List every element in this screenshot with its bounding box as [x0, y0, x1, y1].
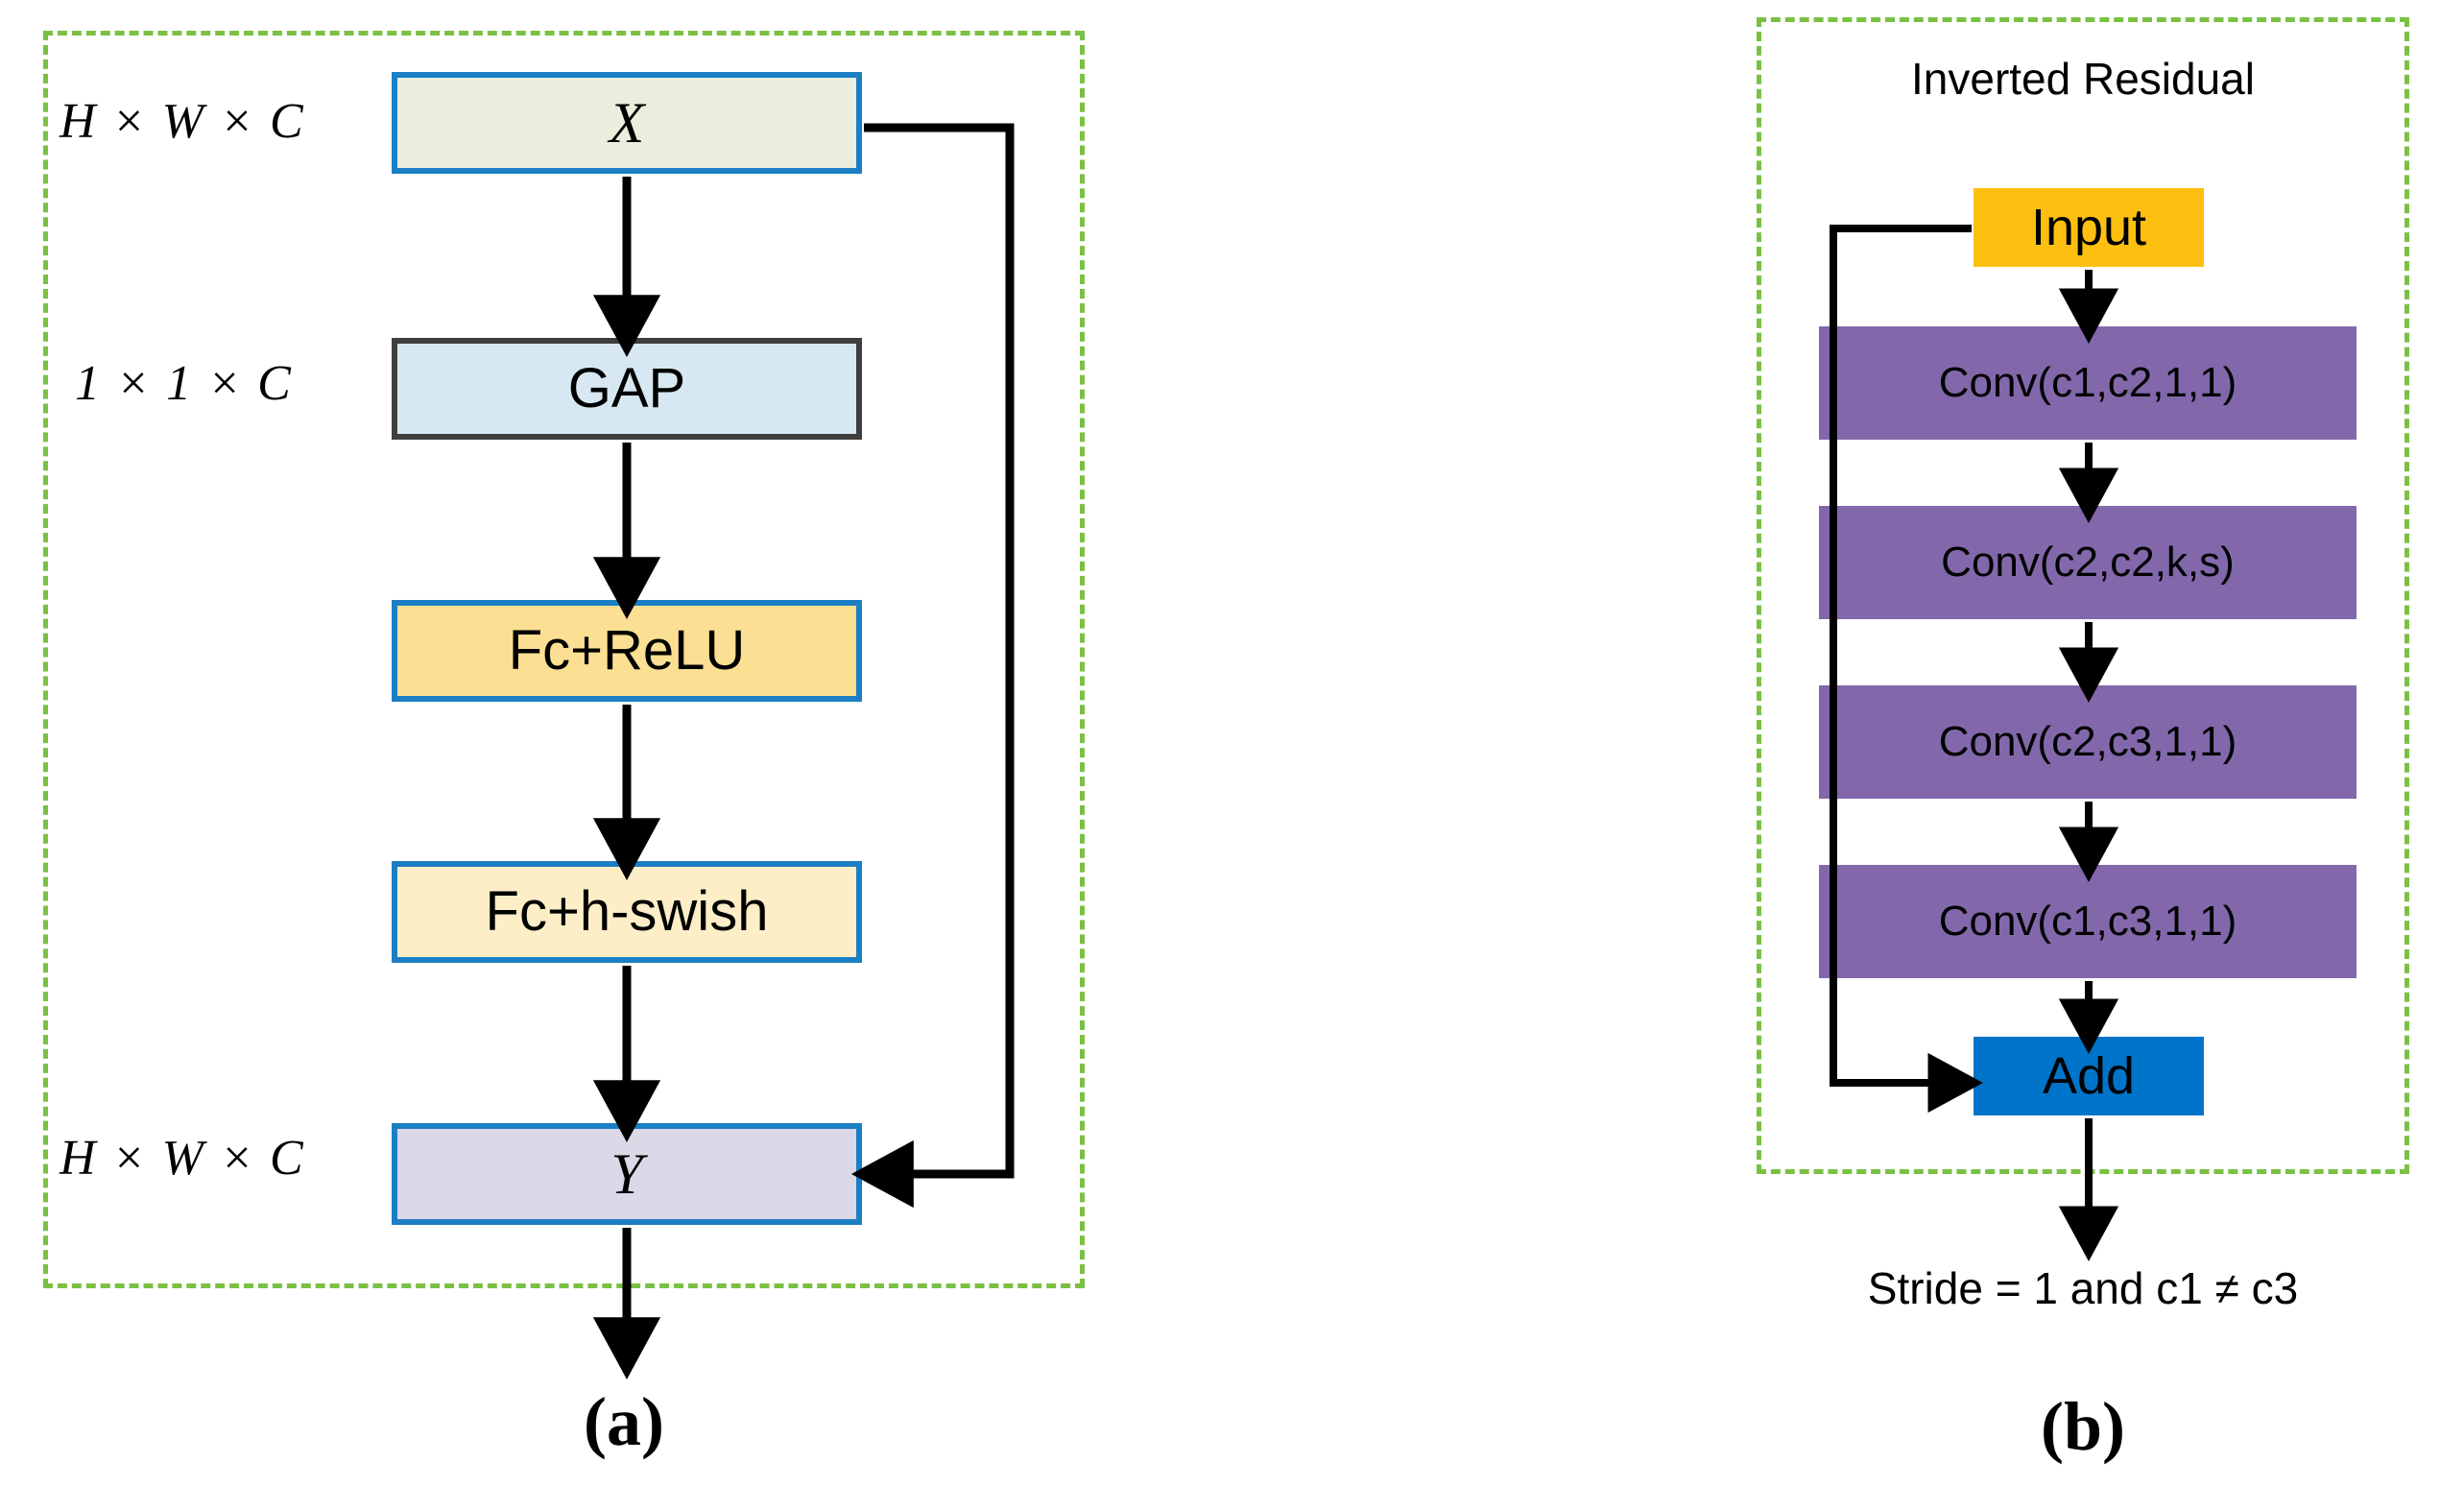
node-input[interactable]: Input: [1974, 188, 2204, 267]
node-x[interactable]: X: [392, 72, 862, 174]
node-conv3[interactable]: Conv(c2,c3,1,1): [1819, 685, 2356, 799]
node-x-label: X: [609, 91, 645, 155]
node-input-label: Input: [2030, 199, 2147, 256]
node-y[interactable]: Y: [392, 1123, 862, 1225]
node-conv2-label: Conv(c2,c2,k,s): [1941, 539, 2235, 586]
panel-a-dashed-container: [43, 31, 1085, 1288]
dimension-label-y: H × W × C: [60, 1131, 305, 1186]
node-fc-hswish[interactable]: Fc+h-swish: [392, 861, 862, 963]
node-add[interactable]: Add: [1974, 1037, 2204, 1115]
node-y-label: Y: [610, 1142, 643, 1206]
panel-a-caption: (a): [584, 1383, 664, 1460]
inverted-residual-title: Inverted Residual: [1911, 54, 2255, 104]
node-fc-hswish-label: Fc+h-swish: [485, 880, 769, 943]
panel-b-dashed-container: [1757, 17, 2409, 1174]
dimension-label-x: H × W × C: [60, 94, 305, 149]
panel-b: Inverted Residual Input Conv(c1,c2,1,1) …: [1709, 0, 2464, 1510]
node-conv4[interactable]: Conv(c1,c3,1,1): [1819, 865, 2356, 978]
node-add-label: Add: [2042, 1047, 2136, 1105]
node-fc-relu[interactable]: Fc+ReLU: [392, 600, 862, 702]
stride-note: Stride = 1 and c1 ≠ c3: [1867, 1263, 2299, 1313]
node-conv2[interactable]: Conv(c2,c2,k,s): [1819, 506, 2356, 619]
dimension-label-gap: 1 × 1 × C: [75, 356, 293, 411]
node-conv1[interactable]: Conv(c1,c2,1,1): [1819, 326, 2356, 440]
node-conv4-label: Conv(c1,c3,1,1): [1938, 898, 2237, 945]
node-gap-label: GAP: [567, 357, 686, 419]
node-fc-relu-label: Fc+ReLU: [508, 619, 746, 682]
panel-b-caption: (b): [2041, 1388, 2125, 1465]
node-conv3-label: Conv(c2,c3,1,1): [1938, 718, 2237, 765]
node-conv1-label: Conv(c1,c2,1,1): [1938, 359, 2237, 406]
panel-a: H × W × C 1 × 1 × C H × W × C X GAP Fc+R…: [0, 0, 1200, 1510]
node-gap[interactable]: GAP: [392, 338, 862, 440]
